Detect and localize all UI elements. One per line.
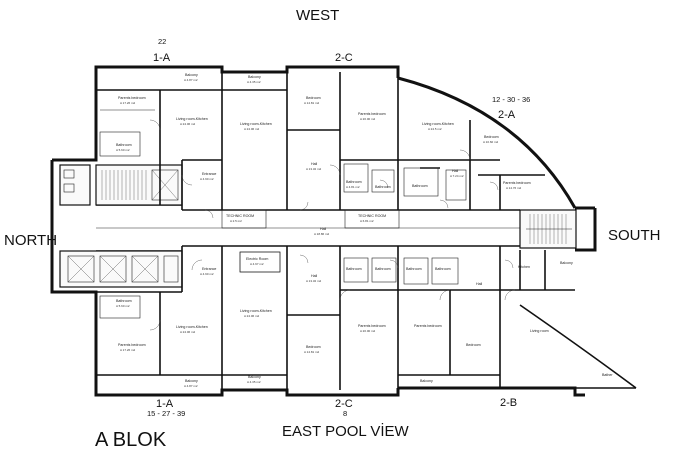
unit-numbers-top-right: 12 - 30 - 36 bbox=[492, 95, 530, 104]
north-label: NORTH bbox=[4, 232, 57, 249]
room-area: A 24.06 m2 bbox=[180, 122, 196, 126]
room-label: Entrance bbox=[202, 267, 216, 271]
room-label: Bathroom bbox=[375, 267, 391, 271]
room-area: A 4.81 m2 bbox=[346, 185, 360, 189]
room-label: Entrance bbox=[202, 172, 216, 176]
corridor bbox=[96, 204, 520, 252]
room-label: Parents bedroom bbox=[358, 324, 386, 328]
room-label: Balcony bbox=[420, 379, 433, 383]
room-label: Hall bbox=[476, 282, 482, 286]
room-area: A 7.24 m2 bbox=[450, 174, 464, 178]
unit-type-top-right: 2-A bbox=[498, 109, 516, 121]
room-area: A 4.90 m2 bbox=[200, 177, 214, 181]
room-area: A 13.32 m2 bbox=[306, 167, 322, 171]
room-label: Living room-Kitchen bbox=[422, 122, 454, 126]
room-label: Bathroom bbox=[406, 267, 422, 271]
room-label: Hall bbox=[311, 162, 317, 166]
room-area: A 10.60 m2 bbox=[483, 140, 499, 144]
room-area: A 17.26 m2 bbox=[120, 348, 136, 352]
west-label: WEST bbox=[296, 7, 339, 24]
upper-room-walls bbox=[96, 67, 545, 229]
room-label: Balcony bbox=[248, 375, 261, 379]
room-label: Hall bbox=[320, 227, 326, 231]
room-area: A 4.87 m2 bbox=[184, 384, 198, 388]
room-area: A 24.06 m2 bbox=[244, 314, 260, 318]
room-area: A 17.26 m2 bbox=[120, 101, 136, 105]
room-label: Bedroom bbox=[306, 345, 321, 349]
room-area: A 24.06 m2 bbox=[180, 330, 196, 334]
room-label: Bathroom bbox=[412, 184, 428, 188]
unit-type-bottom-right: 2-B bbox=[500, 397, 517, 409]
room-area: A 18.86 m2 bbox=[314, 232, 330, 236]
room-area: A 24.06 m2 bbox=[244, 127, 260, 131]
room-label: Living room-Kitchen bbox=[176, 117, 208, 121]
unit-type-top-left: 1-A bbox=[153, 52, 171, 64]
unit-numbers-bottom-left: 15 - 27 - 39 bbox=[147, 409, 185, 418]
room-label: Balcony bbox=[248, 75, 261, 79]
room-label: Parents bedroom bbox=[358, 112, 386, 116]
unit-numbers-top-left: 22 bbox=[158, 37, 166, 46]
block-name: A BLOK bbox=[95, 429, 167, 451]
room-label: Hall bbox=[452, 169, 458, 173]
room-label: Living room bbox=[530, 329, 549, 333]
room-label: Parents bedroom bbox=[118, 343, 146, 347]
room-label: TECHNIC ROOM bbox=[226, 214, 254, 218]
lower-room-walls bbox=[96, 246, 575, 395]
room-label: Parents bedroom bbox=[118, 96, 146, 100]
south-stair-core bbox=[519, 209, 577, 249]
room-label: Balcony bbox=[185, 73, 198, 77]
room-area: A 2.5 m2 bbox=[230, 219, 242, 223]
room-label: Bathroom bbox=[346, 180, 362, 184]
north-stair-core bbox=[59, 164, 183, 288]
room-label: Electric Room bbox=[246, 257, 268, 261]
room-label: Living room-Kitchen bbox=[240, 122, 272, 126]
room-label: Balcony bbox=[560, 261, 573, 265]
room-label: Living room-Kitchen bbox=[176, 325, 208, 329]
unit-numbers-bottom-middle: 8 bbox=[343, 409, 347, 418]
room-label: Bedroom bbox=[466, 343, 481, 347]
unit-type-bottom-middle: 2-C bbox=[335, 398, 353, 410]
room-label: Bathroom bbox=[346, 267, 362, 271]
lower-room-labels: Entrance A 4.90 m2 Electric Room A 4.97 … bbox=[116, 257, 613, 388]
room-label: Parents bedroom bbox=[414, 324, 442, 328]
room-label: Bathroom bbox=[116, 143, 132, 147]
room-label: Bedroom bbox=[484, 135, 499, 139]
room-label: Kitchen bbox=[518, 265, 530, 269]
room-area: A 4.97 m2 bbox=[250, 262, 264, 266]
room-area: A 4.35 m2 bbox=[247, 80, 261, 84]
room-area: A 24.5 m2 bbox=[428, 127, 442, 131]
east-label: EAST POOL VİEW bbox=[282, 422, 410, 440]
room-area: A 4.35 m2 bbox=[247, 380, 261, 384]
room-label: Bathroom bbox=[435, 267, 451, 271]
south-label: SOUTH bbox=[608, 227, 661, 244]
room-label: Hall bbox=[311, 274, 317, 278]
unit-type-bottom-left: 1-A bbox=[156, 398, 174, 410]
room-label: Bathroom bbox=[116, 299, 132, 303]
room-label: Bather bbox=[602, 373, 613, 377]
room-label: Living room-Kitchen bbox=[240, 309, 272, 313]
room-label: TECHNIC ROOM bbox=[358, 214, 386, 218]
room-area: A 5.60 m2 bbox=[116, 148, 130, 152]
upper-room-labels: Balcony A 4.87 m2 Parents bedroom A 17.2… bbox=[116, 73, 531, 236]
room-label: Bedroom bbox=[306, 96, 321, 100]
room-area: A 4.90 m2 bbox=[200, 272, 214, 276]
room-area: A 20.00 m2 bbox=[360, 117, 376, 121]
room-area: A 20.00 m2 bbox=[360, 329, 376, 333]
room-area: A 14.81 m2 bbox=[304, 350, 320, 354]
room-area: A 14.76 m2 bbox=[506, 186, 522, 190]
door-swings bbox=[149, 119, 516, 331]
room-label: Bathroom bbox=[375, 185, 391, 189]
unit-type-top-middle: 2-C bbox=[335, 52, 353, 64]
room-area: A 5.60 m2 bbox=[116, 304, 130, 308]
room-area: A 6.81 m2 bbox=[360, 219, 374, 223]
room-label: Parents bedroom bbox=[503, 181, 531, 185]
room-area: A 4.87 m2 bbox=[184, 78, 198, 82]
room-area: A 14.81 m2 bbox=[304, 101, 320, 105]
room-label: Balcony bbox=[185, 379, 198, 383]
room-area: A 13.32 m2 bbox=[306, 279, 322, 283]
